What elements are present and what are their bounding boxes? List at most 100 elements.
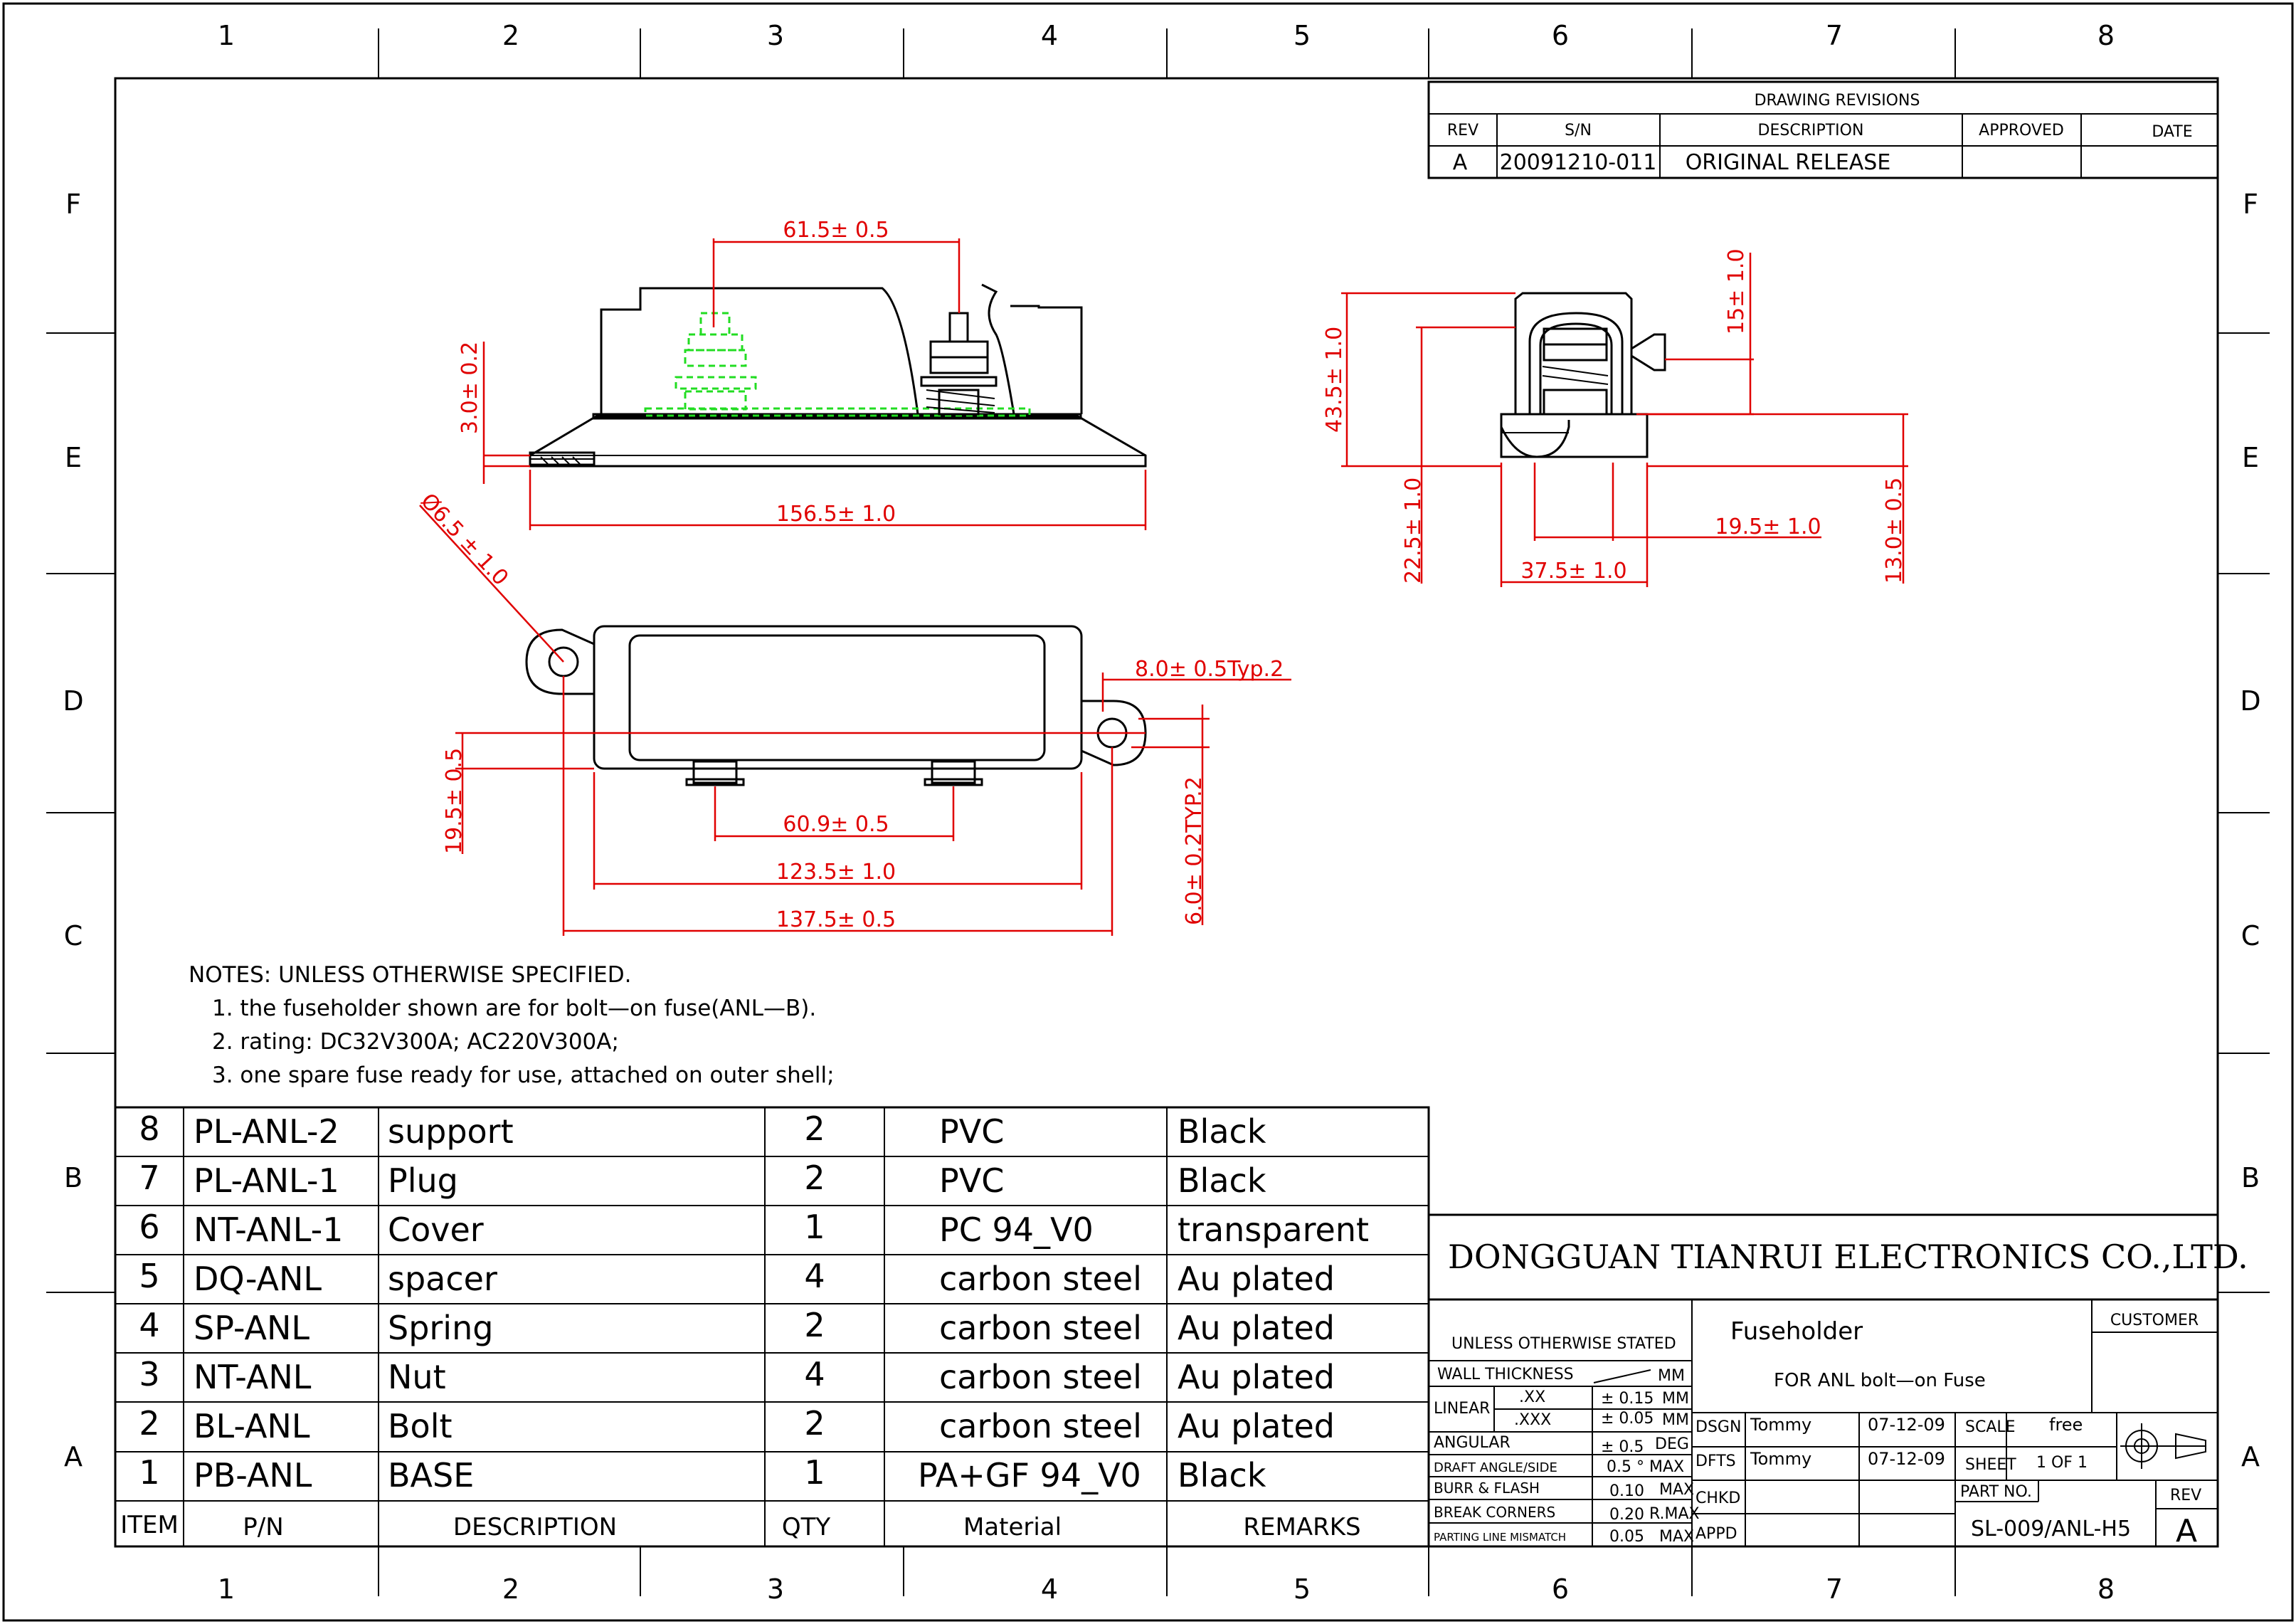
bom-part-number: PB-ANL <box>194 1456 312 1494</box>
parting-max: MAX <box>1659 1528 1694 1546</box>
bom-qty: 2 <box>804 1109 825 1148</box>
bom-remarks: Au plated <box>1178 1407 1335 1445</box>
dim-60-9: 60.9± 0.5 <box>783 812 889 837</box>
bom-item: 1 <box>139 1453 159 1492</box>
draft-label: DRAFT ANGLE/SIDE <box>1434 1460 1557 1475</box>
bom-remarks: transparent <box>1178 1211 1369 1249</box>
col-label: 7 <box>1826 20 1843 51</box>
bom-header-description: DESCRIPTION <box>453 1513 617 1541</box>
row-label: C <box>2241 920 2260 951</box>
bom-remarks: Black <box>1178 1161 1266 1200</box>
unless-stated: UNLESS OTHERWISE STATED <box>1451 1335 1676 1353</box>
xx-label: .XX <box>1519 1388 1545 1406</box>
bom-material: PVC <box>939 1112 1004 1151</box>
col-label: 6 <box>1552 1573 1569 1605</box>
side-view <box>529 283 1147 468</box>
bom-material: PC 94_V0 <box>939 1211 1094 1249</box>
bom-qty: 2 <box>804 1159 825 1197</box>
wall-thickness-label: WALL THICKNESS <box>1437 1366 1574 1383</box>
bom-part-number: PL-ANL-1 <box>194 1161 339 1200</box>
row-label: F <box>65 189 81 220</box>
scale-label: SCALE <box>1965 1418 2016 1436</box>
bom-part-number: DQ-ANL <box>194 1260 322 1298</box>
drawing-subtitle: FOR ANL bolt—on Fuse <box>1774 1370 1986 1391</box>
dim-13-0: 13.0± 0.5 <box>1882 478 1907 584</box>
dim-137-5: 137.5± 0.5 <box>776 907 896 932</box>
dim-43-5: 43.5± 1.0 <box>1322 327 1347 433</box>
bom-item: 3 <box>139 1355 159 1393</box>
bom-header: ITEM P/N DESCRIPTION QTY Material REMARK… <box>120 1511 1360 1541</box>
dim-19-5-end: 19.5± 1.0 <box>1715 515 1821 539</box>
bom-item: 6 <box>139 1208 159 1246</box>
dim-3-0: 3.0± 0.2 <box>457 342 482 434</box>
dsgn-date: 07-12-09 <box>1868 1415 1945 1435</box>
sheet-label: SHEET <box>1965 1456 2016 1474</box>
row-label: B <box>2241 1162 2260 1193</box>
parting-value: 0.05 <box>1609 1528 1644 1546</box>
bom-qty: 2 <box>804 1404 825 1443</box>
bom-header-material: Material <box>963 1513 1062 1541</box>
bom-remarks: Au plated <box>1178 1309 1335 1347</box>
dim-8-0: 8.0± 0.5Typ.2 <box>1135 657 1284 682</box>
drawing-title: Fuseholder <box>1730 1317 1863 1346</box>
plan-view-dimensions: Ø6.5 ± 1.0 8.0± 0.5Typ.2 19.5± 0.5 60.9±… <box>416 489 1291 936</box>
linear-label: LINEAR <box>1434 1400 1490 1418</box>
appd-label: APPD <box>1695 1525 1737 1543</box>
row-label: D <box>2240 685 2260 717</box>
bom-description: Nut <box>388 1358 446 1396</box>
bom-qty: 2 <box>804 1306 825 1344</box>
notes: NOTES: UNLESS OTHERWISE SPECIFIED. 1. th… <box>189 962 835 1088</box>
chkd-label: CHKD <box>1695 1489 1740 1507</box>
bom-part-number: PL-ANL-2 <box>194 1112 339 1151</box>
bom-item: 8 <box>139 1109 159 1148</box>
row-label: D <box>63 685 83 717</box>
burr-label: BURR & FLASH <box>1434 1480 1540 1497</box>
burr-value: 0.10 <box>1609 1482 1644 1500</box>
bom-part-number: SP-ANL <box>194 1309 310 1347</box>
col-label: 3 <box>767 20 784 51</box>
description-value: ORIGINAL RELEASE <box>1686 150 1891 175</box>
bom-description: support <box>388 1112 514 1151</box>
dsgn-label: DSGN <box>1695 1418 1741 1436</box>
col-label: 6 <box>1552 20 1569 51</box>
dim-15: 15± 1.0 <box>1724 248 1749 334</box>
angular-tolerance: ± 0.5 <box>1601 1438 1644 1456</box>
parting-label: PARTING LINE MISMATCH <box>1434 1531 1566 1544</box>
bom-description: Cover <box>388 1211 484 1249</box>
dfts-date: 07-12-09 <box>1868 1449 1945 1469</box>
dim-hole-dia: Ø6.5 ± 1.0 <box>416 489 513 591</box>
rev-value: A <box>2176 1513 2197 1549</box>
note-3: 3. one spare fuse ready for use, attache… <box>212 1063 835 1088</box>
dim-123-5: 123.5± 1.0 <box>776 860 896 885</box>
side-view-dimensions: 61.5± 0.5 3.0± 0.2 156.5± 1.0 <box>457 218 1147 530</box>
dim-37-5: 37.5± 1.0 <box>1520 559 1626 584</box>
angular-label: ANGULAR <box>1434 1434 1511 1452</box>
row-label: F <box>2243 189 2258 220</box>
break-value: 0.20 <box>1609 1506 1644 1524</box>
date-header: DATE <box>2152 123 2192 141</box>
bom-part-number: NT-ANL <box>194 1358 312 1396</box>
break-rmax: R.MAX <box>1649 1505 1700 1523</box>
description-header: DESCRIPTION <box>1758 122 1864 139</box>
bom-material: PA+GF 94_V0 <box>918 1456 1141 1494</box>
angular-deg: DEG <box>1655 1435 1689 1453</box>
note-1: 1. the fuseholder shown are for bolt—on … <box>212 996 816 1021</box>
col-label: 4 <box>1041 20 1058 51</box>
xxx-label: .XXX <box>1514 1411 1551 1429</box>
revisions-table: DRAWING REVISIONS REV S/N DESCRIPTION AP… <box>1427 80 2219 179</box>
bom-material: carbon steel <box>939 1260 1142 1298</box>
bom-description: Plug <box>388 1161 458 1200</box>
bom-qty: 4 <box>804 1355 825 1393</box>
bom-remarks: Au plated <box>1178 1358 1335 1396</box>
bom-item: 7 <box>139 1159 159 1197</box>
col-label: 8 <box>2097 1573 2115 1605</box>
bom-header-qty: QTY <box>782 1513 831 1541</box>
end-view-dimensions: 43.5± 1.0 15± 1.0 22.5± 1.0 37.5± 1.0 19… <box>1322 248 1908 587</box>
part-no-value: SL-009/ANL-H5 <box>1971 1517 2131 1541</box>
approved-header: APPROVED <box>1979 122 2064 139</box>
row-label: C <box>64 920 83 951</box>
